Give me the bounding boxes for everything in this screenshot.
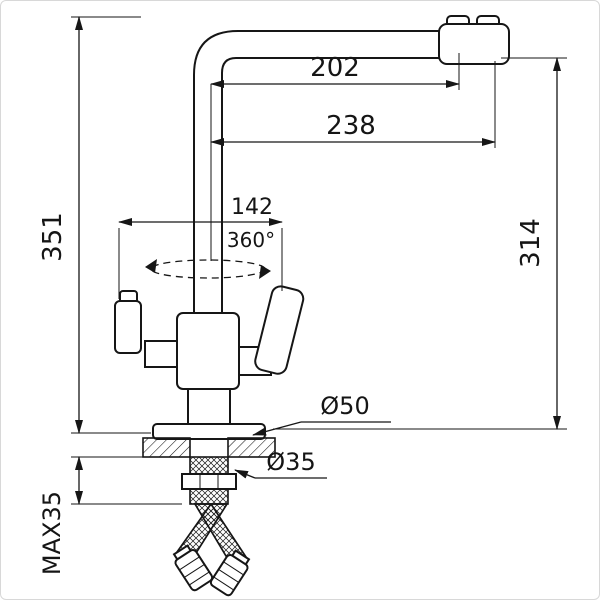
faucet-outline	[114, 15, 510, 440]
supply-hoses	[172, 503, 251, 597]
dim-spout-reach: 202	[210, 53, 460, 90]
spout-tube-outer	[193, 30, 443, 315]
hose-nut-left	[172, 544, 214, 592]
threaded-shank	[181, 456, 237, 505]
dim-shank-diameter-label: Ø35	[266, 448, 315, 476]
rotation-arrow-right	[259, 265, 271, 279]
dim-total-reach-label: 238	[326, 111, 376, 141]
rotation-arrow-left	[145, 259, 157, 273]
dim-height-right: 314	[273, 57, 567, 430]
dim-swivel-label: 360°	[227, 228, 275, 252]
spout-head	[438, 15, 510, 65]
rotation-ellipse	[150, 259, 266, 279]
dim-height-left: 351	[38, 15, 151, 434]
dim-base-diameter: Ø50	[252, 392, 391, 436]
hose-nut-right	[209, 549, 251, 597]
swivel-indicator: 360°	[145, 84, 275, 279]
dim-spout-reach-label: 202	[310, 53, 360, 83]
dim-height-left-label: 351	[38, 212, 68, 262]
dim-height-right-label: 314	[516, 218, 546, 268]
mounting-nut	[181, 473, 237, 490]
dim-base-diameter-label: Ø50	[320, 392, 369, 420]
dim-handle-span: 142	[118, 195, 283, 299]
dim-max-deck-thickness-label: MAX35	[38, 491, 66, 575]
valve-body	[176, 312, 240, 390]
base-flange	[152, 423, 266, 440]
dim-shank-diameter: Ø35	[234, 448, 327, 479]
spout-tube-inner	[221, 57, 443, 315]
dim-handle-span-label: 142	[231, 195, 273, 220]
right-handle	[238, 285, 305, 376]
dim-max-deck-thickness: MAX35	[38, 456, 182, 575]
trunk	[187, 388, 231, 426]
deck-section	[142, 437, 276, 458]
left-handle	[114, 290, 180, 368]
dim-total-reach: 238	[210, 61, 496, 148]
